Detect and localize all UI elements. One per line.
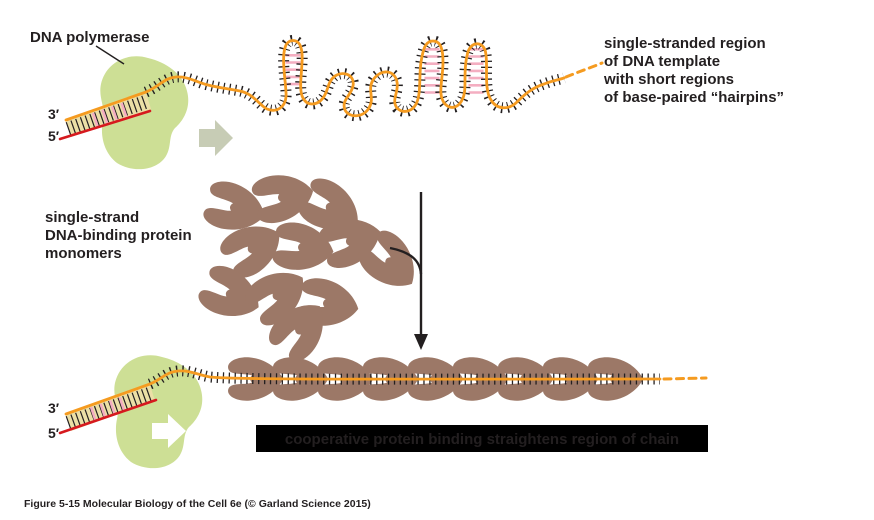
ss-region-line-1: single-stranded region: [604, 35, 766, 52]
five-prime-label-top: 5′: [48, 128, 60, 144]
duplex-pink-basepairs-bottom: [89, 395, 131, 421]
ssb-label-line-2: DNA-binding protein: [45, 227, 192, 244]
ss-region-line-4: of base-paired “hairpins”: [604, 89, 784, 106]
dna-polymerase-blob-bottom: [114, 355, 203, 469]
template-strand-dashed-end-top: [564, 61, 604, 79]
right-arrow-white: [152, 414, 186, 448]
template-strand-base-ticks: [143, 35, 566, 122]
duplex-basepair-ticks-top: [65, 94, 151, 136]
ssb-label-line-3: monomers: [45, 245, 122, 262]
straightened-strand: [148, 369, 662, 386]
three-prime-label-bottom: 3′: [48, 400, 60, 416]
dna-polymerase-leader-line: [95, 45, 125, 65]
right-arrow-gray: [199, 120, 233, 156]
ssb-label-line-1: single-strand: [45, 209, 139, 226]
primer-strand-red-bottom: [58, 398, 158, 435]
down-arrow-hook: [389, 246, 423, 275]
primer-strand-red-top: [58, 109, 152, 141]
figure-caption: Figure 5-15 Molecular Biology of the Cel…: [24, 498, 371, 510]
highlight-bar: [256, 425, 708, 452]
duplex-band-top: [66, 93, 151, 137]
ss-region-label: single-stranded region of DNA template w…: [603, 35, 784, 106]
template-strand-duplex-top: [64, 90, 148, 122]
template-strand-duplex-bottom: [64, 382, 152, 416]
five-prime-label-bottom: 5′: [48, 425, 60, 441]
cooperative-binding-label: cooperative protein binding straightens …: [285, 431, 679, 448]
ssb-monomer-cluster: [194, 167, 429, 368]
dna-polymerase-label: DNA polymerase: [30, 29, 150, 46]
down-arrow-head: [414, 334, 428, 350]
three-prime-label-top: 3′: [48, 106, 60, 122]
strand-dashed-end-bottom: [662, 376, 708, 381]
ssb-monomers-label: single-strand DNA-binding protein monome…: [45, 209, 192, 262]
ss-region-line-2: of DNA template: [604, 53, 720, 70]
ss-region-line-3: with short regions: [603, 71, 734, 88]
template-strand-squiggle: [144, 39, 566, 118]
